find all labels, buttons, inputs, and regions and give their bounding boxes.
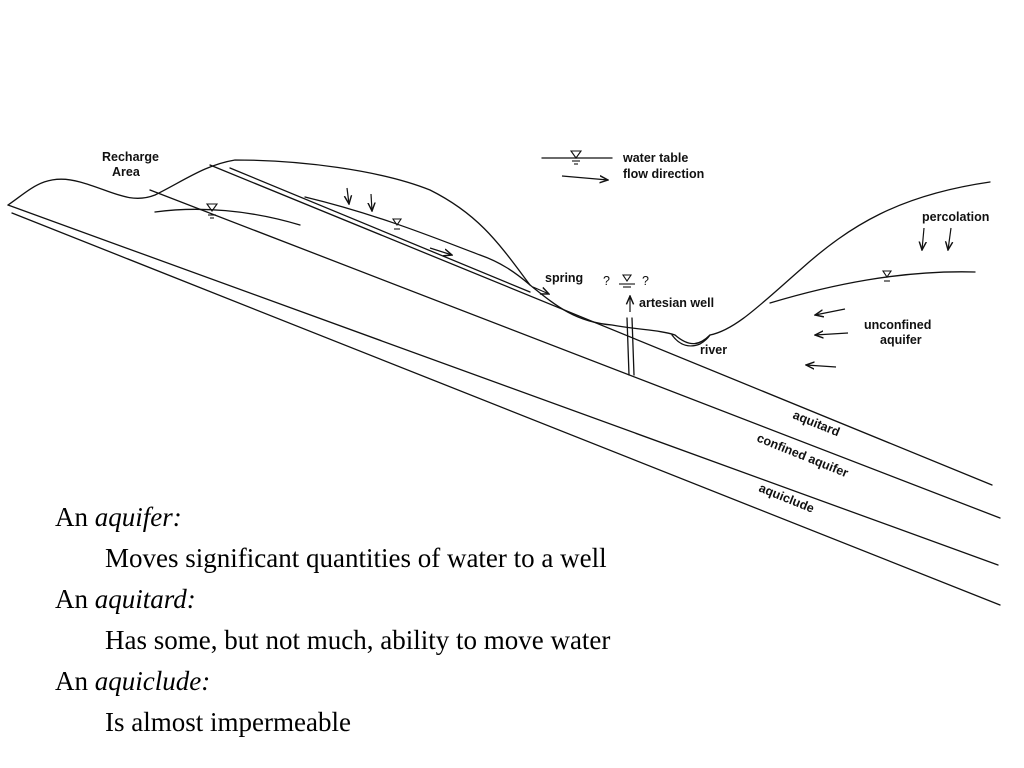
aquifer-upper-line xyxy=(229,167,531,293)
artesian-well-casing-left xyxy=(626,317,630,376)
definition-prefix: An xyxy=(55,502,88,532)
percolation-label: percolation xyxy=(922,210,989,224)
aquiclude-bottom-boundary xyxy=(11,212,1001,606)
definition-description-aquiclude: Is almost impermeable xyxy=(105,707,351,737)
water-table-symbol-icon xyxy=(205,203,219,212)
water-table-symbol-icon xyxy=(391,218,403,226)
definition-term-aquifer: aquifer: xyxy=(94,502,182,532)
groundwater-flow-arrow-icon xyxy=(806,365,837,367)
groundwater-flow-arrow-icon xyxy=(815,308,846,315)
water-table-symbol-icon xyxy=(569,150,583,159)
confined-aquifer-bottom-boundary xyxy=(7,204,999,566)
groundwater-flow-arrow-icon xyxy=(815,333,849,335)
spring-flow-arrow-icon xyxy=(532,286,549,294)
definition-term-row: An aquifer: xyxy=(55,497,610,538)
percolation-arrow-icon xyxy=(948,227,951,250)
recharge-area-label-line2: Area xyxy=(112,165,141,179)
definition-description-aquitard: Has some, but not much, ability to move … xyxy=(105,625,611,655)
legend-water-table-label: water table xyxy=(622,151,688,165)
artesian-well-label: artesian well xyxy=(639,296,714,310)
unconfined-aquifer-label-line2: aquifer xyxy=(880,333,922,347)
artesian-well-casing-right xyxy=(631,317,635,376)
legend-flow-direction-label: flow direction xyxy=(623,167,704,181)
definition-term-aquitard: aquitard: xyxy=(94,584,196,614)
ground-surface xyxy=(7,159,991,345)
definition-term-aquiclude: aquiclude: xyxy=(94,666,211,696)
river-channel xyxy=(671,334,711,347)
recharge-area-label-line1: Recharge xyxy=(102,150,159,164)
flow-arrow-icon xyxy=(429,247,452,255)
uncertain-marker-left: ? xyxy=(603,274,610,288)
aquiclude-label: aquiclude xyxy=(757,481,816,516)
definition-description-aquifer: Moves significant quantities of water to… xyxy=(105,543,607,573)
water-table-right xyxy=(769,271,976,304)
percolation-arrow-icon xyxy=(922,227,924,250)
definition-prefix: An xyxy=(55,666,88,696)
definition-term-row: An aquitard: xyxy=(55,579,610,620)
spring-label: spring xyxy=(545,271,583,285)
infiltration-arrow-icon xyxy=(347,187,349,204)
water-table-middle xyxy=(304,196,531,286)
definition-term-row: An aquiclude: xyxy=(55,661,610,702)
definition-prefix: An xyxy=(55,584,88,614)
legend-flow-direction-arrow-icon xyxy=(561,176,608,180)
river-label: river xyxy=(700,343,727,357)
uncertain-marker-right: ? xyxy=(642,274,649,288)
perched-water-table-left xyxy=(154,208,301,226)
infiltration-arrow-icon xyxy=(371,193,372,211)
water-table-symbol-icon xyxy=(621,274,633,282)
definitions-list: An aquifer: Moves significant quantities… xyxy=(55,497,610,743)
aquitard-bottom-boundary xyxy=(149,189,1001,519)
unconfined-aquifer-label-line1: unconfined xyxy=(864,318,931,332)
aquitard-top-boundary xyxy=(209,164,993,486)
water-table-symbol-icon xyxy=(881,270,893,278)
